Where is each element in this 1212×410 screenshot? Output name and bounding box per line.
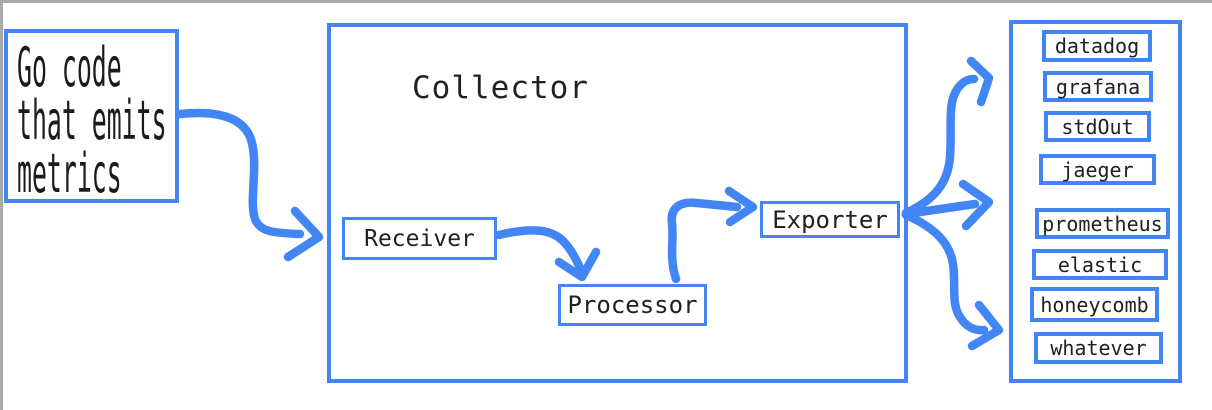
destination-stdout: stdOut [1044, 111, 1151, 142]
destination-whatever: whatever [1034, 332, 1163, 364]
source-note-box: Go code that emits metrics [4, 29, 179, 203]
destination-jaeger: jaeger [1039, 154, 1156, 185]
canvas-edge-top [0, 0, 1212, 3]
source-note-line: that emits [17, 89, 167, 152]
destination-grafana: grafana [1043, 71, 1153, 102]
arrow-source-to-collector [175, 108, 324, 262]
source-note-text: Go code that emits metrics [17, 36, 167, 205]
arrow-exporter-to-destinations-down [901, 210, 1004, 351]
exporter-box: Exporter [760, 201, 900, 238]
destination-honeycomb: honeycomb [1030, 287, 1159, 322]
processor-box: Processor [558, 284, 707, 326]
source-note-line: Go code [17, 36, 122, 99]
collector-title: Collector [412, 70, 589, 106]
source-note-line: metrics [17, 142, 122, 205]
arrow-exporter-to-destinations-up [901, 56, 994, 218]
arrow-exporter-to-destinations-middle [901, 179, 994, 231]
destination-datadog: datadog [1042, 30, 1152, 62]
canvas-edge-left [0, 0, 3, 410]
destination-prometheus: prometheus [1035, 208, 1170, 239]
receiver-box: Receiver [342, 217, 497, 260]
destination-elastic: elastic [1032, 249, 1168, 280]
